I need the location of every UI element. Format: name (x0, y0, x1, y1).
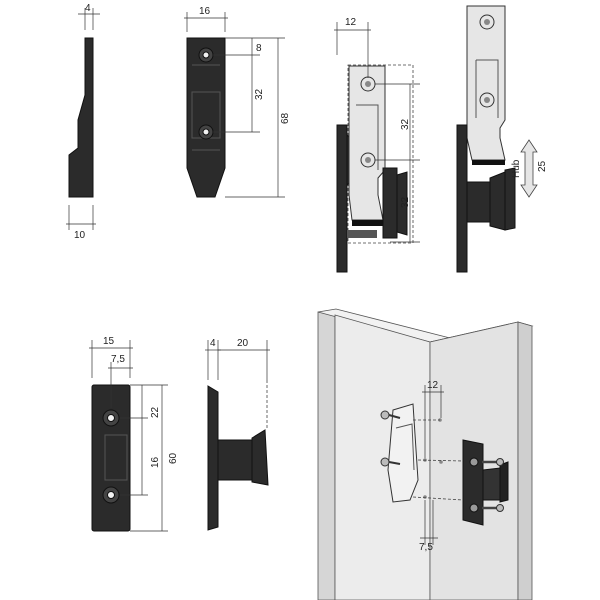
dim-20: 20 (237, 338, 249, 349)
dim-4-top: 4 (85, 3, 91, 14)
latch-side-profile: 4 10 (66, 3, 100, 241)
dim-68: 68 (280, 112, 291, 124)
assembly-open-view: Hub 25 (456, 5, 548, 273)
dim-22: 22 (150, 406, 161, 418)
strike-side-view: 4 20 (205, 338, 270, 531)
dim-8: 8 (256, 43, 262, 54)
assembly-closed-view: 12 32 32 (334, 17, 420, 273)
dim-32-lower: 32 (400, 196, 411, 208)
strike-front-view: 15 7,5 22 16 60 (89, 336, 179, 532)
dim-10: 10 (74, 230, 86, 241)
dim-16-top: 16 (199, 6, 211, 17)
dim-60: 60 (168, 452, 179, 464)
dim-12-install: 12 (427, 380, 439, 391)
dim-12-assembly: 12 (345, 17, 357, 28)
installation-3d-view: 12 7,5 (317, 308, 534, 600)
dim-25: 25 (537, 160, 548, 172)
dim-4-side: 4 (210, 338, 216, 349)
dim-7-5-strike: 7,5 (111, 354, 125, 365)
hub-label: Hub (511, 159, 522, 178)
dim-16-strike: 16 (150, 456, 161, 468)
dim-32-front: 32 (254, 88, 265, 100)
dim-7-5-install: 7,5 (419, 542, 433, 553)
latch-front-view: 16 8 32 68 (184, 6, 291, 198)
dim-15: 15 (103, 336, 115, 347)
dim-32-upper: 32 (400, 118, 411, 130)
